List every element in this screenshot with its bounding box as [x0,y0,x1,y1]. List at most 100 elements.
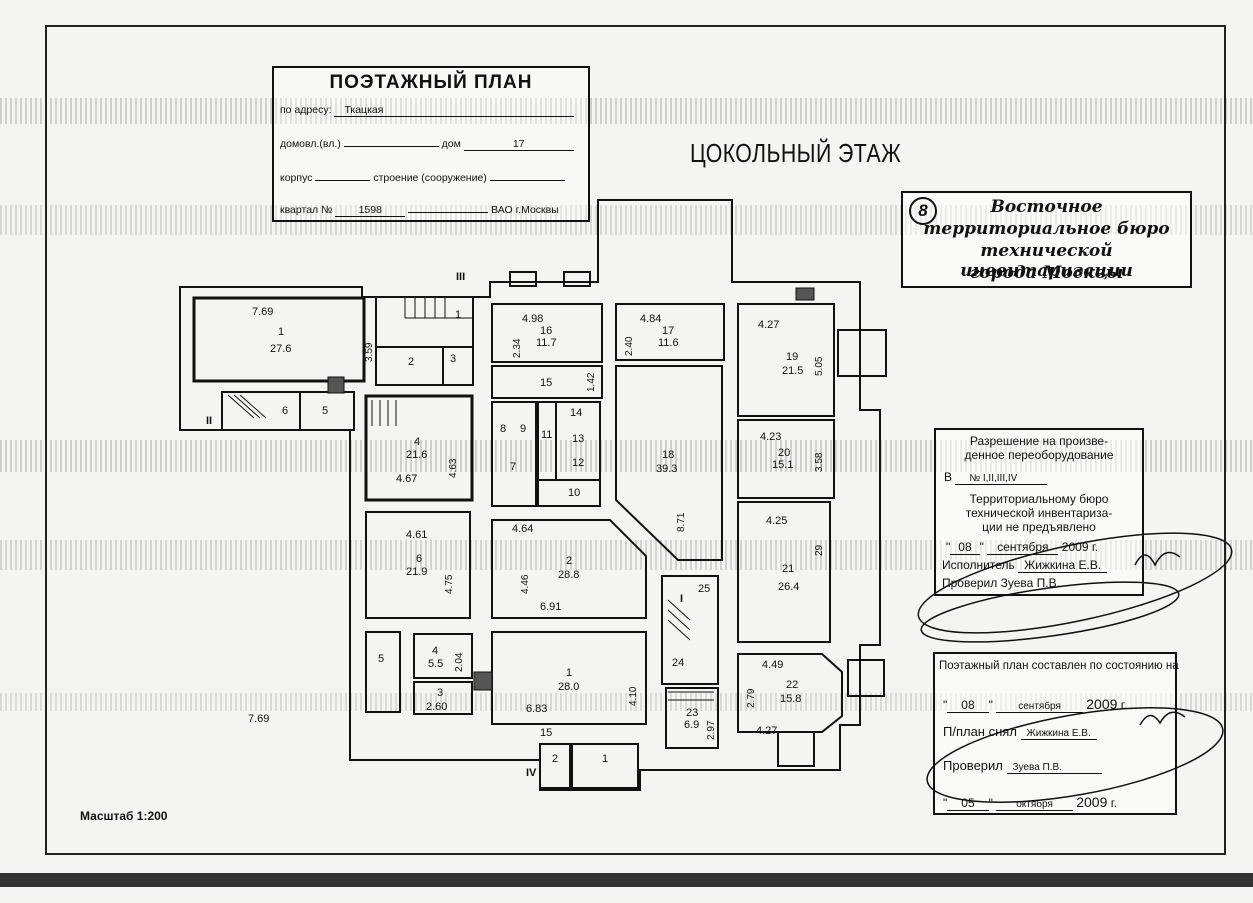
permission-executor: Исполнитель Жижкина Е.В. [942,558,1108,573]
kvartal-label: квартал № [280,204,333,216]
room-9-number: 9 [520,423,526,435]
room-10-number: 10 [568,487,580,499]
korpus-row: корпус строение (сооружение) [280,172,565,184]
room-16-area: 11.7 [536,337,557,349]
room-4-dim: 4.67 [396,473,417,485]
section-mark: I [680,593,683,605]
room-15-number: 15 [540,377,552,389]
room-13-number: 13 [572,433,584,445]
bureau-line: территориальное бюро [923,219,1170,239]
permission-line: денное переоборудование [964,448,1114,462]
permission-line: ции не предъявлено [982,520,1096,534]
room-3b-dim: 2.60 [426,701,447,713]
room-1a-dim: 7.69 [252,306,273,318]
room-6b-dim: 4.61 [406,529,427,541]
room-2b-dim: 4.46 [520,574,531,594]
room-22-area: 15.8 [780,693,801,705]
room-7-number: 7 [510,461,516,473]
room-11-number: 11 [541,429,552,441]
checked-label: Проверил [942,576,998,590]
room-3b-number: 3 [437,687,443,699]
permission-year-suffix: г. [1091,540,1099,554]
taken-label: П/план снял [943,724,1017,739]
state-checked-label: Проверил [943,758,1003,773]
room-5b-number: 5 [378,653,384,665]
room-4b-dim: 2.04 [454,652,465,672]
kvart-value: № I,II,III,IV [955,473,1048,485]
stroenie-label: строение (сооружение) [373,172,487,184]
room-2b-number: 2 [566,555,572,567]
kvartal-row: квартал № 1598 ВАО г.Москвы [280,204,559,217]
room-22-dim: 2.79 [746,688,757,708]
section-mark: IV [526,767,537,779]
bureau-line: города Москвы [969,263,1124,283]
room-2b-dim: 6.91 [540,601,561,613]
room-4b-area: 5.5 [428,658,443,670]
state-checked: Проверил Зуева П.В. [943,758,1102,774]
room-4b-number: 4 [432,645,438,657]
room-6a-number: 6 [282,405,288,417]
title-block: ПОЭТАЖНЫЙ ПЛАН по адресу: Ткацкая домовл… [272,66,590,222]
permission-date: "08" сентября 2009 г. [946,540,1099,555]
section-mark: III [456,271,465,283]
state-checked-name: Зуева П.В. [1006,762,1102,774]
room-22-number: 22 [786,679,798,691]
room-1c-area: 28.0 [558,681,579,693]
executor-name: Жижкина Е.В. [1018,558,1108,573]
room-14-number: 14 [570,407,582,419]
room-8-number: 8 [500,423,506,435]
room-18-dim: 8.71 [676,512,687,532]
room-12-number: 12 [572,457,584,469]
executor-label: Исполнитель [942,558,1015,572]
room-1d-number: 1 [602,753,608,765]
domovl-label: домовл.(вл.) [280,138,341,150]
room-16-number: 16 [540,325,552,337]
room-4-area: 21.6 [406,449,427,461]
address-row: по адресу: Ткацкая [280,104,575,117]
bureau-box: 8 Восточное территориальное бюро техниче… [901,191,1192,288]
checked-name: Зуева П.В. [1000,576,1060,590]
room-23-number: 23 [686,707,698,719]
sheet-frame [45,25,1226,855]
room-1c-dim: 6.83 [526,703,547,715]
bureau-number: 8 [909,197,937,225]
room-21-dim: 4.25 [766,515,787,527]
title-block-heading: ПОЭТАЖНЫЙ ПЛАН [329,72,533,93]
room-20-number: 20 [778,447,790,459]
kvartal-value: 1598 [335,204,406,217]
room-20-area: 15.1 [772,459,793,471]
address-value: Ткацкая [334,104,575,117]
state-date2: "05" октября 2009 г. [943,794,1117,811]
room-6b-area: 21.9 [406,566,427,578]
room-17-area: 11.6 [658,337,679,349]
state-year-suffix: г. [1120,698,1127,712]
scan-edge-band [0,873,1253,887]
room-1c-number: 1 [566,667,572,679]
state-year2-suffix: г. [1110,796,1117,810]
room-2a-number: 2 [408,356,414,368]
room-20-dim: 3.58 [814,452,825,472]
permission-stamp: Разрешение на произве- денное переоборуд… [934,428,1144,596]
room-18-number: 18 [662,449,674,461]
room-6b-dim: 4.75 [444,574,455,594]
room-23-dim: 2.97 [706,720,717,740]
state-stamp: Поэтажный план составлен по состоянию на… [933,652,1179,815]
scan-noise-band [0,98,1253,124]
state-month: сентября [996,701,1083,713]
state-day: 08 [947,698,989,713]
room-6b-number: 6 [416,553,422,565]
bureau-line: технической инвентаризации [960,241,1133,281]
room-5a-number: 5 [322,405,328,417]
dom-value: 17 [463,138,574,151]
room-18-area: 39.3 [656,463,677,475]
room-19-dim: 5.05 [814,356,825,376]
room-21-area: 26.4 [778,581,799,593]
room-21-dim: 29 [814,544,825,556]
room-4-number: 4 [414,436,420,448]
room-2b-area: 28.8 [558,569,579,581]
room-2c-number: 2 [552,753,558,765]
dom-label: дом [441,138,461,150]
permission-month: сентября [987,540,1059,555]
floor-title: ЦОКОЛЬНЫЙ ЭТАЖ [690,138,902,168]
